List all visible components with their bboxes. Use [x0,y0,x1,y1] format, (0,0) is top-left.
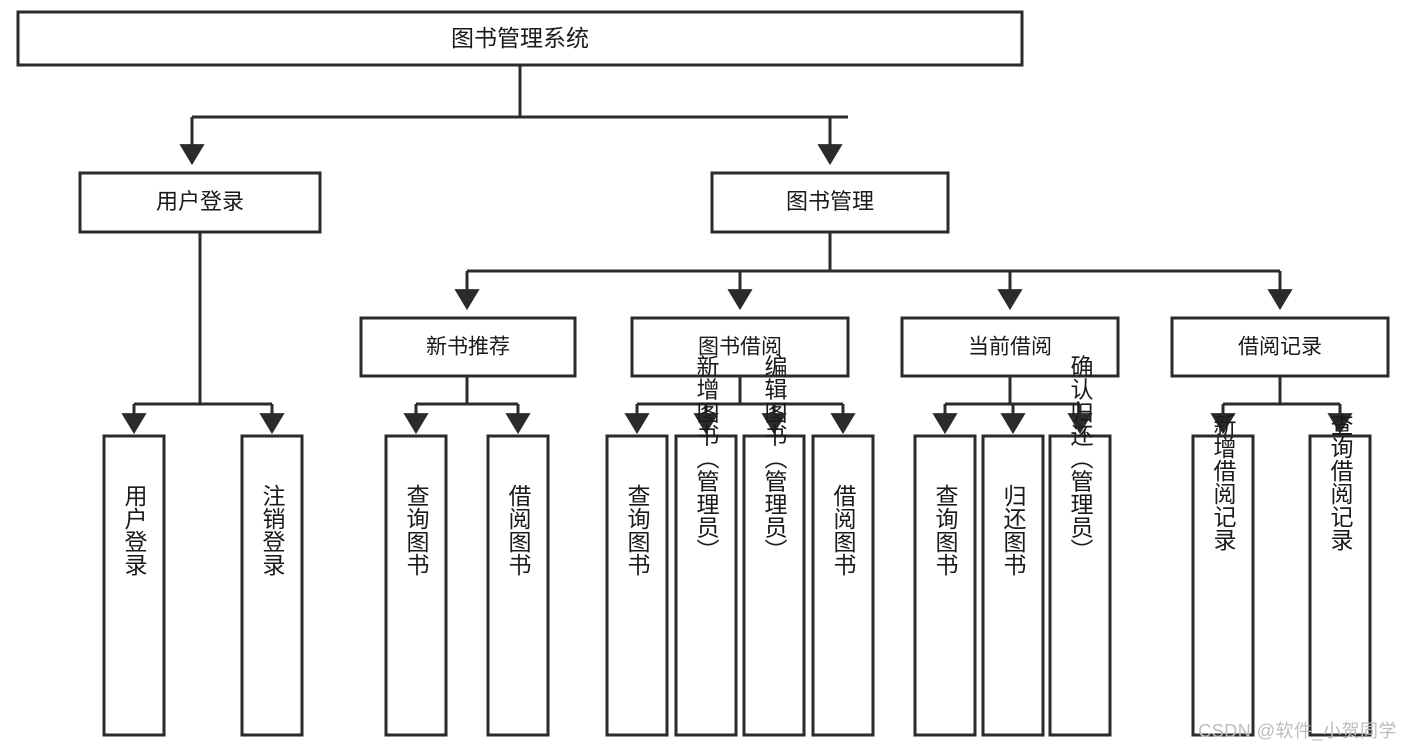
leaf-label-add-borrow-record: 新增借阅记录 [1210,413,1237,551]
node-user-login[interactable]: 用户登录 [78,171,322,234]
node-borrow-record[interactable]: 借阅记录 [1170,316,1390,378]
node-root-label: 图书管理系统 [451,25,589,51]
node-book-manage-label: 图书管理 [786,189,874,214]
leaf-node[interactable]: 用户登录 [102,434,166,737]
node-current-borrow-label: 当前借阅 [968,336,1052,359]
node-current-borrow[interactable]: 当前借阅 [900,316,1120,378]
leaf-label-add-book-admin: 新增图书（管理员） [693,355,720,562]
node-new-book-recommend[interactable]: 新书推荐 [359,316,577,378]
connector-borrow-record-to-leaves [1210,376,1353,435]
connector-current-borrow-to-leaves [932,376,1093,435]
connector-book-manage-to-level2 [454,232,1293,311]
node-user-login-label: 用户登录 [156,189,244,214]
connector-user-login-to-leaves [121,232,285,435]
node-root-system[interactable]: 图书管理系统 [16,10,1024,67]
leaf-label-confirm-return-admin: 确认归还（管理员） [1067,355,1094,562]
leaf-label-borrow-book-recommend: 借阅图书 [505,484,532,576]
leaf-node[interactable]: 归还图书 [981,434,1045,737]
leaf-node[interactable]: 查询图书 [913,434,977,737]
leaf-node[interactable]: 编辑图书（管理员） [742,355,806,737]
node-new-book-recommend-label: 新书推荐 [426,336,510,359]
leaf-label-user-login: 用户登录 [121,484,148,576]
leaf-node[interactable]: 查询图书 [384,434,448,737]
node-book-manage[interactable]: 图书管理 [710,171,950,234]
leaf-node[interactable]: 查询图书 [605,434,669,737]
node-book-borrow-label: 图书借阅 [698,336,782,359]
leaf-label-query-book-borrow: 查询图书 [624,484,651,576]
leaf-label-edit-book-admin: 编辑图书（管理员） [761,355,788,562]
connector-book-borrow-to-leaves [624,376,856,435]
leaf-label-query-book-recommend: 查询图书 [403,484,430,576]
leaf-node[interactable]: 借阅图书 [811,434,875,737]
leaf-node[interactable]: 注销登录 [240,434,304,737]
connector-new-book-to-leaves [403,376,531,435]
leaf-node[interactable]: 借阅图书 [486,434,550,737]
leaf-node[interactable]: 确认归还（管理员） [1048,355,1112,737]
leaf-node[interactable]: 查询借阅记录 [1308,413,1372,737]
node-borrow-record-label: 借阅记录 [1238,336,1322,359]
leaf-label-query-borrow-record: 查询借阅记录 [1327,413,1354,551]
leaf-label-return-book: 归还图书 [1000,484,1027,576]
connector-root-to-level1 [179,65,848,166]
leaf-label-query-book-current: 查询图书 [932,484,959,576]
leaf-node[interactable]: 新增图书（管理员） [674,355,738,737]
leaf-label-logout: 注销登录 [259,484,286,576]
leaf-label-borrow-book: 借阅图书 [830,484,857,576]
watermark-text: CSDN @软件_小贺同学 [1198,721,1397,741]
leaf-node[interactable]: 新增借阅记录 [1191,413,1255,737]
node-book-borrow[interactable]: 图书借阅 [630,316,850,378]
